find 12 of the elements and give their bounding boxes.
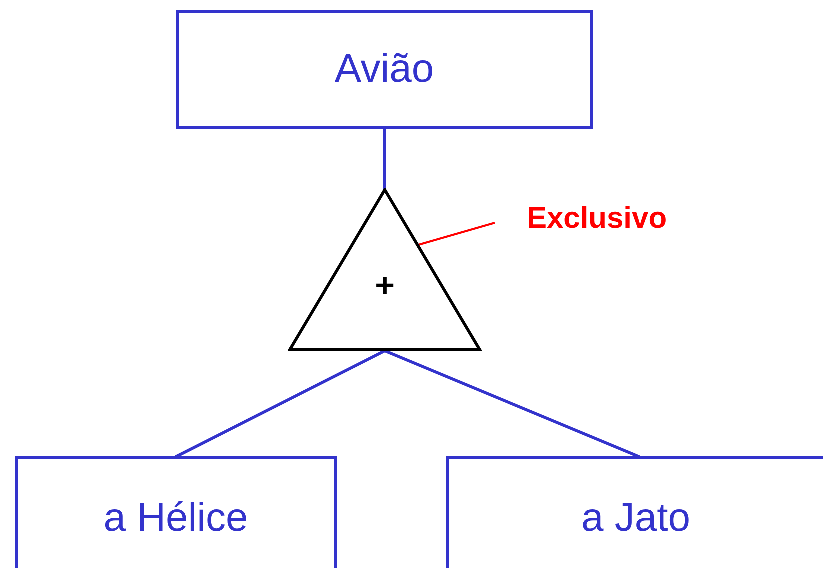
connector-line xyxy=(175,350,386,458)
connector-line xyxy=(384,350,640,458)
class-box xyxy=(176,10,593,129)
annotation-label: Exclusivo xyxy=(526,202,668,236)
leader-line xyxy=(418,222,496,246)
class-name: Avião xyxy=(334,47,434,92)
class-name: a Hélice xyxy=(104,496,248,541)
class-name: a Jato xyxy=(582,496,690,541)
class-box xyxy=(446,456,823,568)
connector-line xyxy=(383,128,386,190)
class-box xyxy=(15,456,337,568)
exclusive-symbol: + xyxy=(375,269,395,303)
